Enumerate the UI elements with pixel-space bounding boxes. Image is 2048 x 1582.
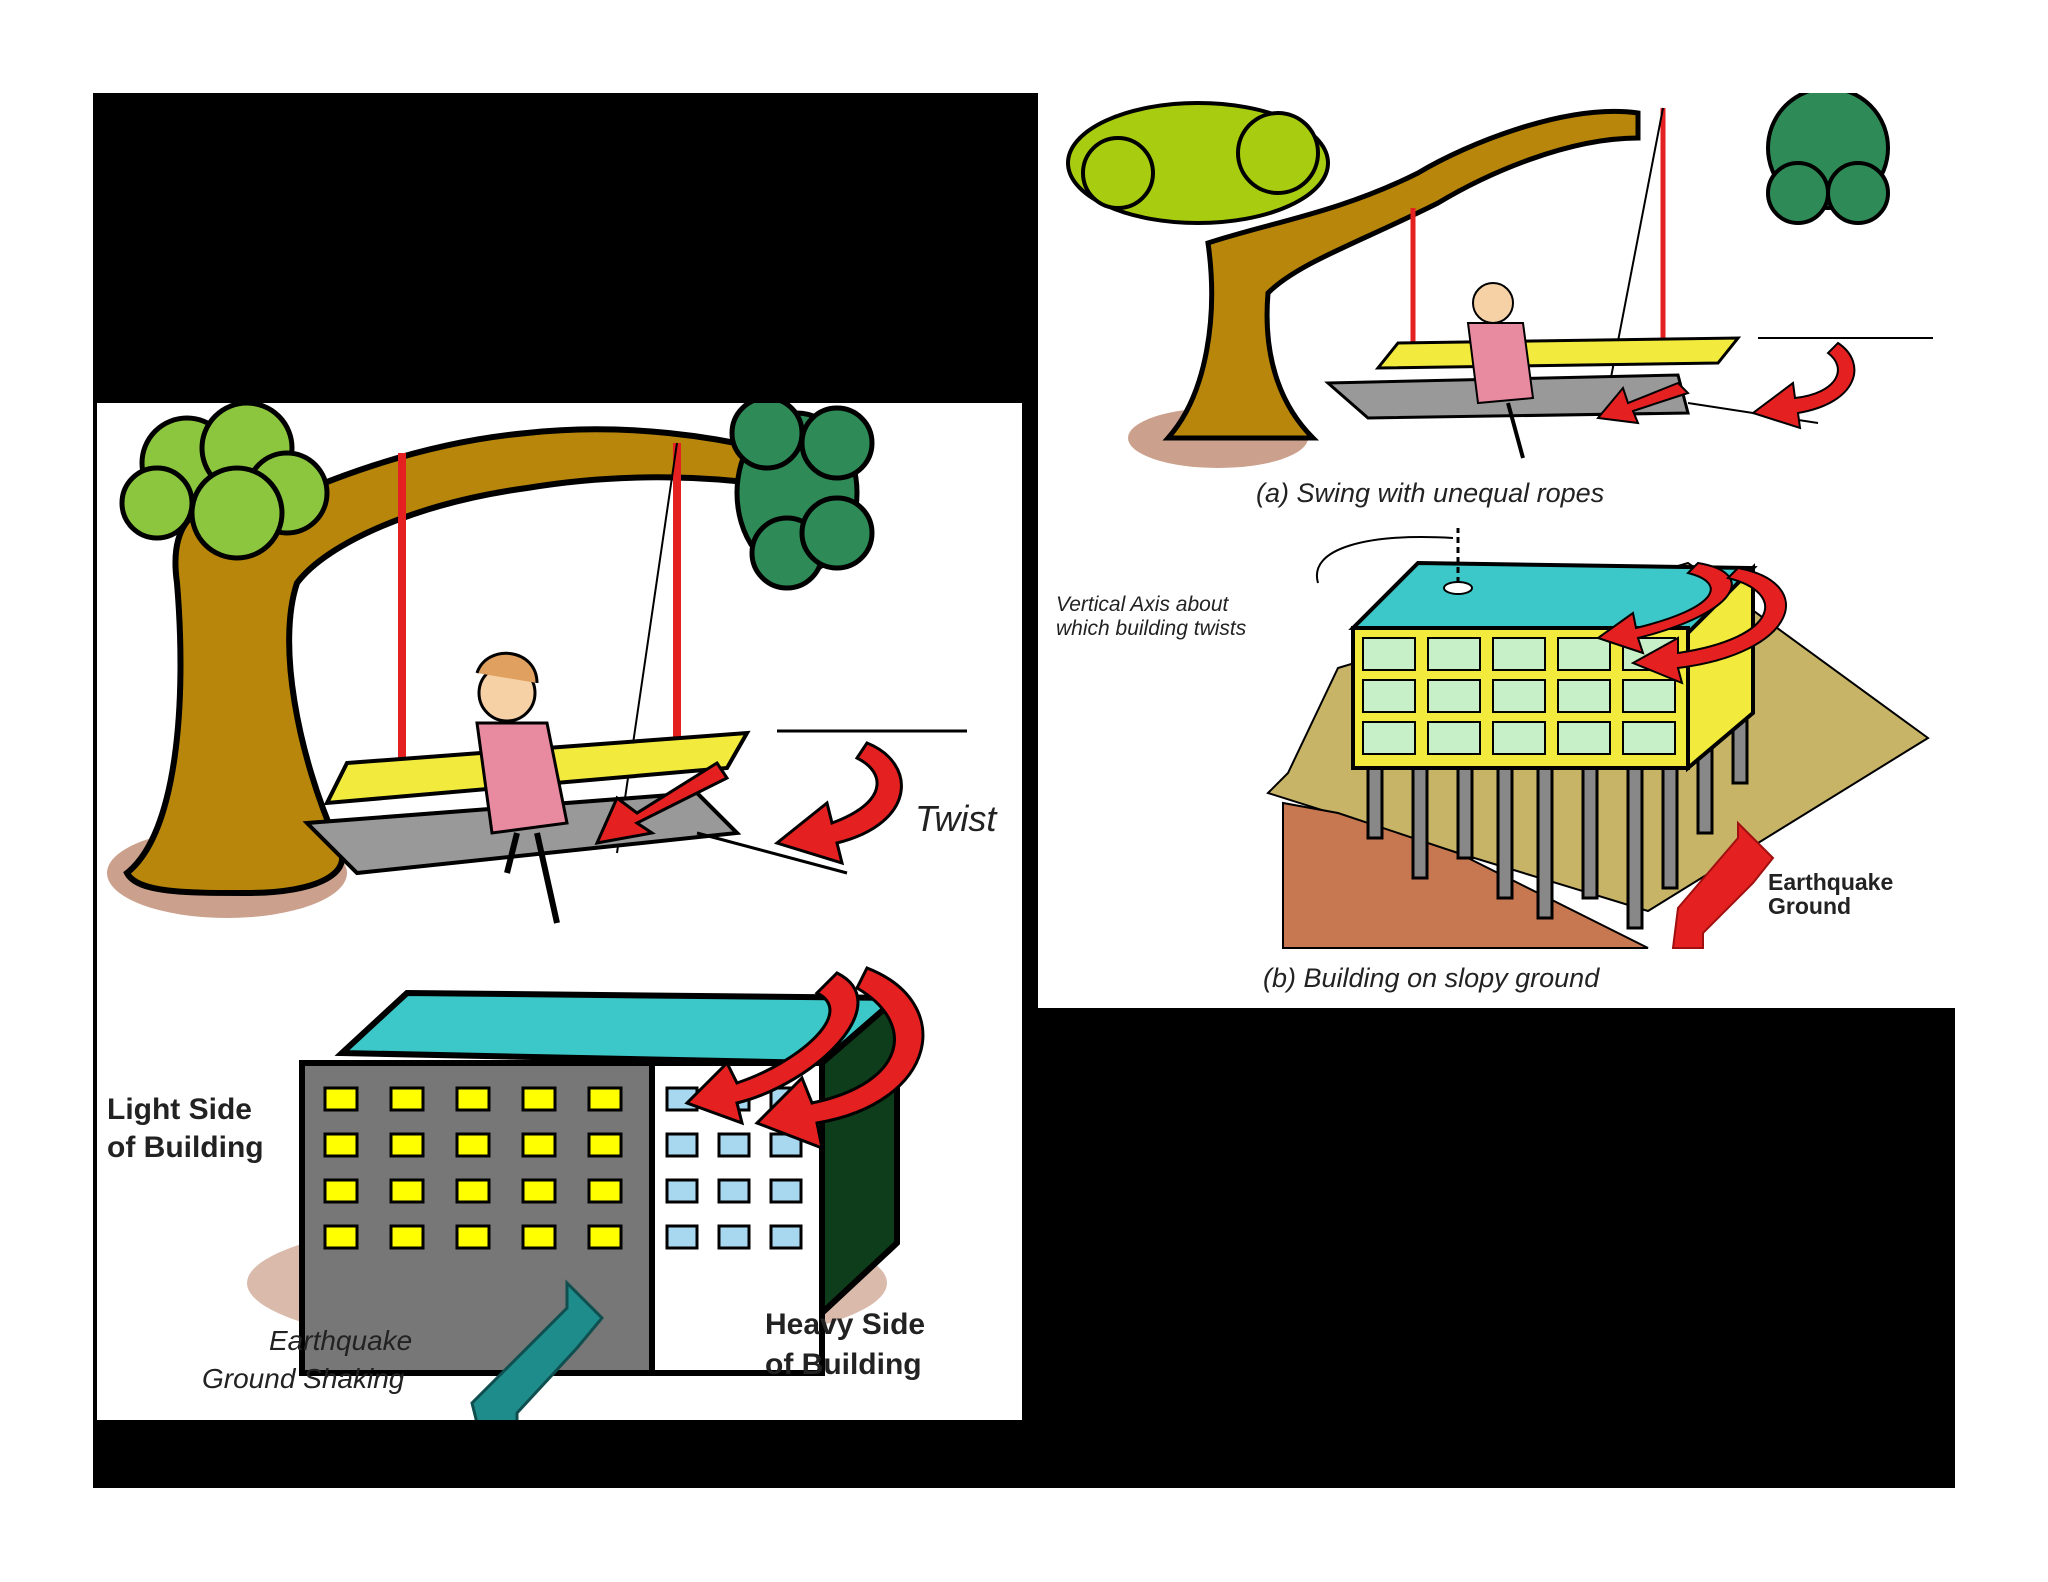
window-slopy (1363, 680, 1415, 712)
child-figure-small (1468, 283, 1533, 458)
building-column (1458, 768, 1472, 858)
window-light (391, 1134, 423, 1156)
twist-arrow-large-a (1753, 343, 1854, 428)
window-light (523, 1180, 555, 1202)
child-figure (477, 653, 567, 923)
window-light (589, 1226, 621, 1248)
window-light (523, 1134, 555, 1156)
axis-label-line1: Vertical Axis about (1056, 593, 1228, 617)
window-light (325, 1226, 357, 1248)
window-heavy (719, 1134, 749, 1156)
building-column (1368, 768, 1382, 838)
vertical-axis-marker (1444, 582, 1472, 594)
right-illustration-panel: (a) Swing with unequal ropes Vertical Ax… (1038, 93, 1955, 1008)
window-light (589, 1088, 621, 1110)
window-slopy (1493, 722, 1545, 754)
window-light (391, 1088, 423, 1110)
heavy-side-label-line1: Heavy Side (765, 1308, 925, 1342)
heavy-side-label-line2: of Building (765, 1348, 922, 1382)
rope-thin (617, 443, 677, 853)
window-light (457, 1226, 489, 1248)
window-heavy (771, 1180, 801, 1202)
twist-label: Twist (915, 798, 996, 840)
window-heavy (667, 1134, 697, 1156)
foliage-right-small (1768, 93, 1888, 223)
building-column (1663, 768, 1677, 888)
window-light (589, 1134, 621, 1156)
window-light (523, 1088, 555, 1110)
building-column (1628, 768, 1642, 928)
window-light (457, 1088, 489, 1110)
light-side-label-line2: of Building (107, 1131, 264, 1165)
building-column (1498, 768, 1512, 898)
ground-shaking-label-line2: Ground Shaking (202, 1363, 404, 1395)
window-heavy (667, 1180, 697, 1202)
caption-b: (b) Building on slopy ground (1263, 963, 1599, 994)
left-illustration-panel: Twist Light Side of Building Heavy Side … (97, 403, 1022, 1420)
window-heavy (719, 1226, 749, 1248)
black-frame-top-left (93, 93, 1038, 403)
left-illustration (97, 403, 1022, 1420)
window-light (523, 1226, 555, 1248)
building-column (1413, 768, 1427, 878)
light-side-label-line1: Light Side (107, 1093, 252, 1127)
window-light (589, 1180, 621, 1202)
building-column (1583, 768, 1597, 898)
window-heavy (719, 1180, 749, 1202)
window-light (391, 1226, 423, 1248)
caption-a: (a) Swing with unequal ropes (1256, 478, 1604, 509)
earthquake-ground-label-line2: Ground (1768, 893, 1851, 920)
windows-slopy-building (1363, 638, 1675, 754)
window-slopy (1493, 680, 1545, 712)
window-light (325, 1088, 357, 1110)
window-slopy (1363, 638, 1415, 670)
foliage-right (732, 403, 872, 588)
window-light (457, 1134, 489, 1156)
window-slopy (1493, 638, 1545, 670)
window-light (457, 1180, 489, 1202)
black-frame-divider (1022, 403, 1038, 1420)
window-slopy (1428, 680, 1480, 712)
ground-shaking-label-line1: Earthquake (269, 1325, 412, 1357)
window-slopy (1623, 722, 1675, 754)
window-light (325, 1134, 357, 1156)
window-slopy (1558, 638, 1610, 670)
window-slopy (1363, 722, 1415, 754)
black-frame-right-bottom (1038, 1008, 1955, 1488)
window-heavy (771, 1226, 801, 1248)
earthquake-ground-label-line1: Earthquake (1768, 869, 1893, 896)
window-heavy (667, 1226, 697, 1248)
window-slopy (1558, 680, 1610, 712)
axis-label-line2: which building twists (1056, 617, 1246, 641)
window-slopy (1428, 722, 1480, 754)
window-slopy (1428, 638, 1480, 670)
window-slopy (1623, 680, 1675, 712)
building-column (1538, 768, 1552, 918)
window-slopy (1558, 722, 1610, 754)
foliage-left-small (1068, 103, 1328, 223)
window-light (325, 1180, 357, 1202)
swing-seat-top-small (1378, 338, 1738, 368)
twist-arrow-large (777, 743, 901, 863)
window-light (391, 1180, 423, 1202)
